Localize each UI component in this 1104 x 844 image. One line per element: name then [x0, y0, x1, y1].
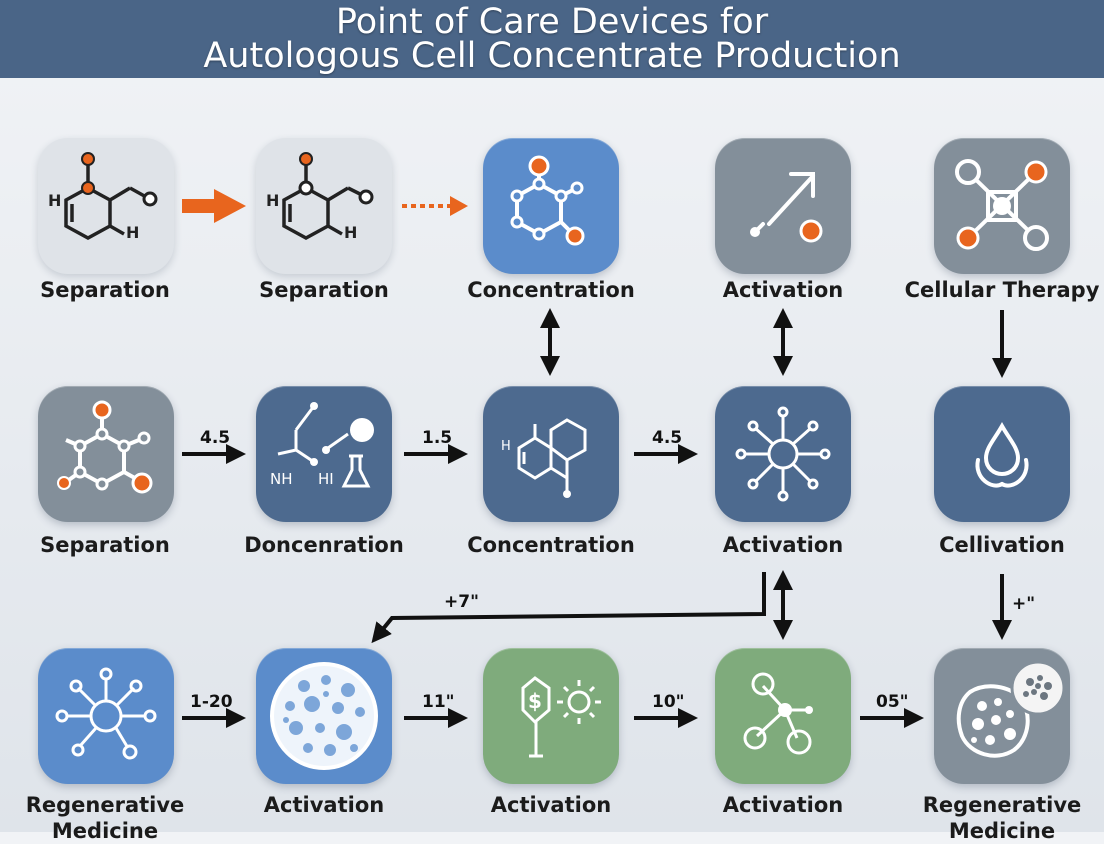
node-cellular-therapy[interactable]: [934, 138, 1070, 274]
cell-dots-icon: [270, 662, 378, 770]
node-graph-icon: [743, 672, 813, 755]
molecule-icon: [57, 400, 153, 494]
atom-label: H: [344, 223, 357, 242]
cell-burst-icon: [735, 406, 831, 502]
connector-label: 4.5: [200, 428, 231, 448]
chem-label: HI: [318, 470, 334, 488]
network-icon: [955, 159, 1049, 251]
node-label: Activation: [263, 793, 385, 817]
arrow-activation-icon: [750, 172, 823, 243]
svg-text:$: $: [528, 689, 542, 713]
tissue-icon: [956, 660, 1066, 758]
node-label: Separation: [40, 278, 170, 302]
node-label: Doncenration: [244, 533, 404, 557]
dollar-cell-icon: $: [521, 676, 601, 758]
node-doncenration[interactable]: NH HI: [256, 386, 392, 522]
molecule-icon: H H: [266, 152, 374, 242]
lab-flask-icon: NH HI: [270, 402, 374, 488]
node-label: Separation: [40, 533, 170, 557]
node-activation-2[interactable]: [715, 386, 851, 522]
chem-label: NH: [270, 470, 293, 488]
node-activation-5[interactable]: [715, 648, 851, 784]
node-separation-1[interactable]: H H: [38, 138, 174, 274]
connector-label: 1.5: [422, 428, 453, 448]
ring-molecule-icon: H: [501, 418, 587, 498]
node-separation-2[interactable]: H H: [256, 138, 392, 274]
connector-label: 11": [422, 692, 455, 712]
atom-label: H: [501, 439, 511, 454]
connector-label: +7": [444, 592, 479, 612]
connector-label: +": [1012, 594, 1036, 614]
connector-label: 1-20: [190, 692, 233, 712]
molecule-icon: H H: [48, 152, 158, 242]
connector-label: 05": [876, 692, 909, 712]
node-concentration-2[interactable]: H: [483, 386, 619, 522]
page-title: Point of Care Devices for: [335, 2, 769, 42]
node-label: Activation: [722, 533, 844, 557]
node-label: Cellular Therapy: [904, 278, 1100, 302]
node-activation-1[interactable]: [715, 138, 851, 274]
loop-back-arrow: [371, 572, 766, 644]
atom-label: H: [266, 191, 279, 210]
node-label: Activation: [722, 278, 844, 302]
node-label: Regenerative Medicine: [25, 793, 185, 843]
node-cellivation[interactable]: [934, 386, 1070, 522]
node-label: Regenerative Medicine: [922, 793, 1082, 843]
node-regenerative-medicine-1[interactable]: [38, 648, 174, 784]
node-label: Concentration: [467, 278, 635, 302]
orange-solid-arrow: [182, 189, 246, 223]
droplet-icon: [975, 421, 1029, 488]
node-regenerative-medicine-2[interactable]: [934, 648, 1070, 784]
node-separation-3[interactable]: [38, 386, 174, 522]
node-label: Activation: [722, 793, 844, 817]
node-label: Activation: [490, 793, 612, 817]
orange-dashed-arrow: [402, 196, 468, 216]
connector-label: 4.5: [652, 428, 683, 448]
connector-label: 10": [652, 692, 685, 712]
header-banner: Point of Care Devices for Autologous Cel…: [0, 0, 1104, 78]
cell-burst-icon: [55, 667, 157, 760]
hexagon-molecule-icon: [510, 155, 585, 246]
node-concentration-1[interactable]: [483, 138, 619, 274]
node-label: Separation: [259, 278, 389, 302]
node-label: Concentration: [467, 533, 635, 557]
atom-label: H: [126, 223, 139, 242]
node-activation-4[interactable]: $: [483, 648, 619, 784]
atom-label: H: [48, 191, 61, 210]
node-label: Cellivation: [939, 533, 1065, 557]
page-subtitle: Autologous Cell Concentrate Production: [203, 36, 901, 76]
node-activation-3[interactable]: [256, 648, 392, 784]
